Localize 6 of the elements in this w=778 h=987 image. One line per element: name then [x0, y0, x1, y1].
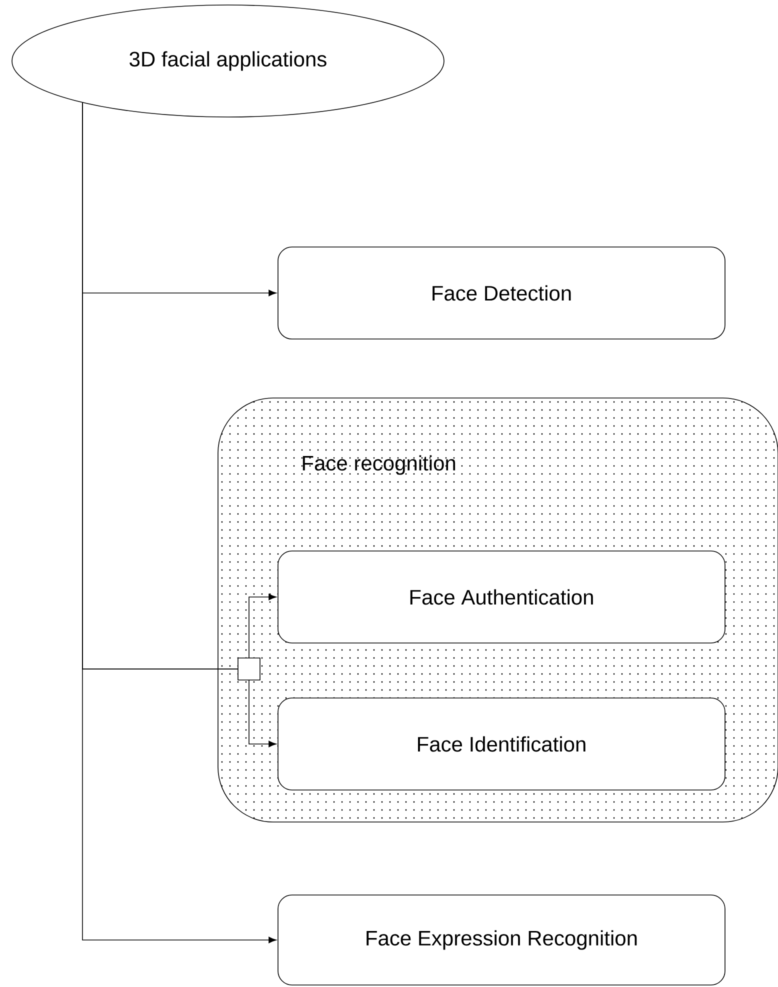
process-box: Face Expression Recognition: [278, 894, 726, 986]
arrow: [82, 102, 276, 944]
process-box: Face Detection: [278, 246, 726, 340]
process-box: Face Authentication: [278, 550, 726, 644]
ellipse-node: 3D facial applications: [12, 4, 444, 118]
process-box: Face Identification: [278, 698, 726, 790]
